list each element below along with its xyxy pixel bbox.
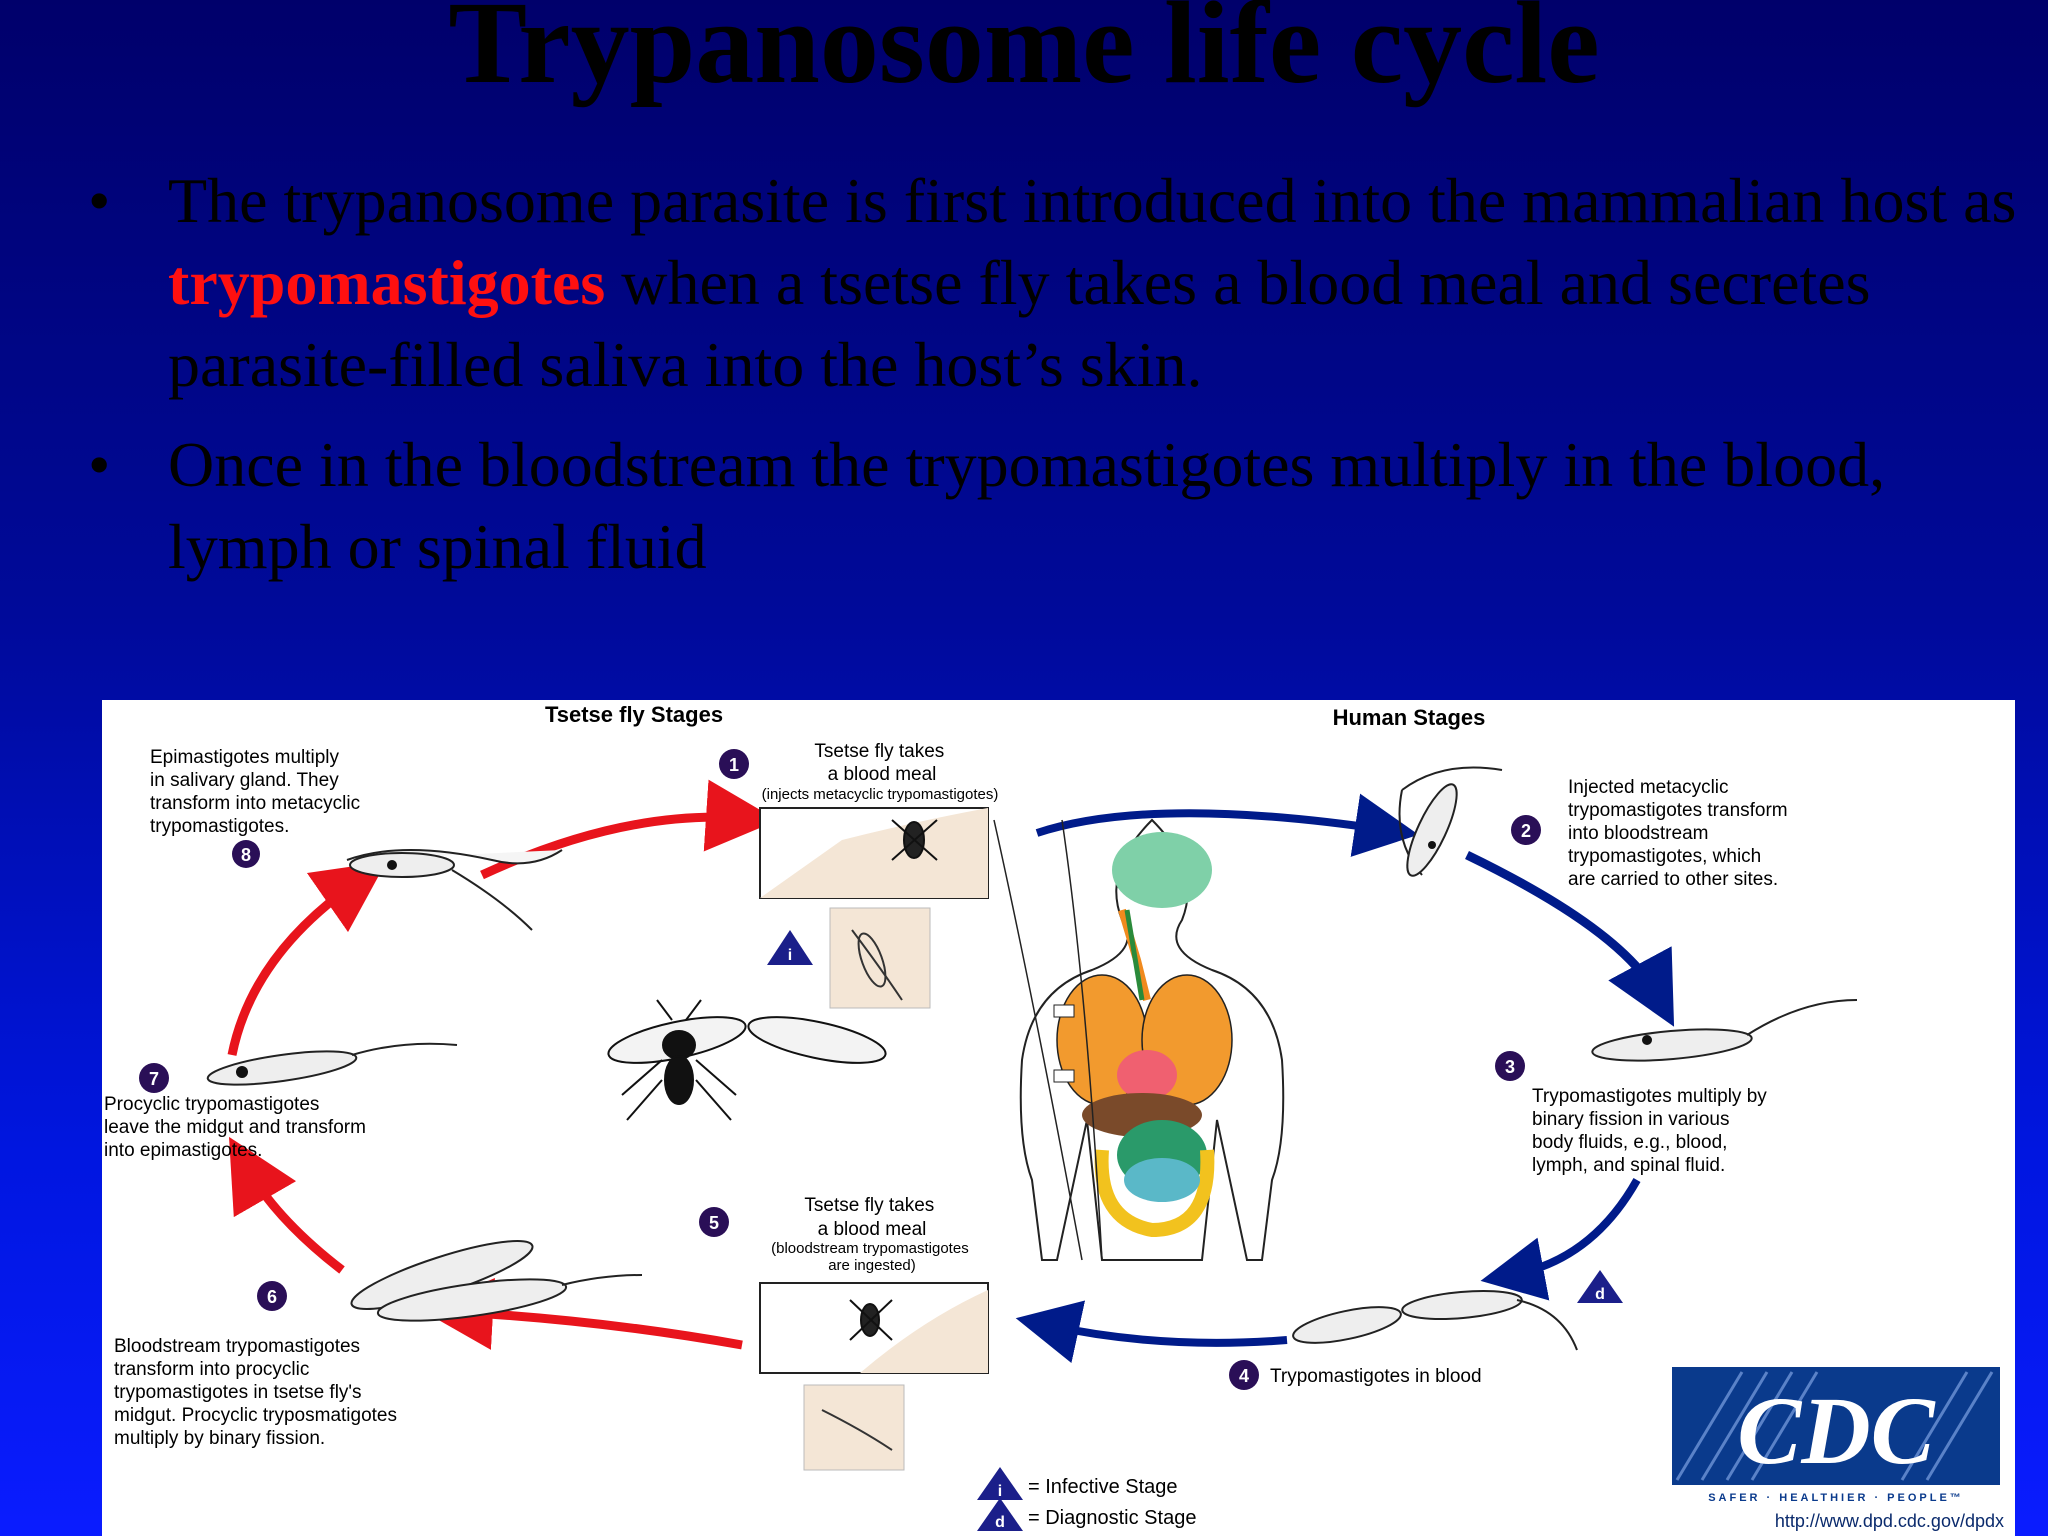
- bullet-2: • Once in the bloodstream the trypomasti…: [88, 424, 2018, 588]
- bloodstream-trypomastigote-icon: [1591, 1028, 1753, 1062]
- arrow-8-to-1: [480, 779, 778, 880]
- small-intestine-icon: [1124, 1158, 1200, 1202]
- cdc-logo-stripes: [1675, 1371, 1994, 1481]
- bullet-1-highlight: trypomastigotes: [168, 247, 606, 318]
- stage-5-number: 5: [709, 1213, 719, 1233]
- bullet-list: • The trypanosome parasite is first intr…: [88, 160, 2018, 606]
- stage-3-badge: [1495, 1051, 1525, 1081]
- stage-6-number: 6: [267, 1287, 277, 1307]
- stage-6-badge: [257, 1281, 287, 1311]
- stage-7-text: Procyclic trypomastigotes leave the midg…: [104, 1094, 371, 1161]
- blood-trypomastigote-icon: [1292, 1306, 1402, 1344]
- cdc-logo: CDC SAFER · HEALTHIER · PEOPLE™ http://w…: [1672, 1367, 2004, 1531]
- stage-6-text: Bloodstream trypomastigotes transform in…: [114, 1336, 402, 1449]
- tsetse-fly-icon: [891, 819, 938, 861]
- arrow-3-to-4: [1480, 1178, 1641, 1301]
- stage-2: 2 Injected metacyclic trypomastigotes tr…: [1398, 766, 1793, 890]
- bullet-1: • The trypanosome parasite is first intr…: [88, 160, 2018, 406]
- stage-1-sub: (injects metacyclic trypomastigotes): [762, 786, 999, 803]
- legend: i = Infective Stage d = Diagnostic Stage: [977, 1467, 1196, 1531]
- legend-infective-symbol: i: [998, 1483, 1002, 1500]
- infective-stage-marker: i: [788, 947, 792, 964]
- arrow-5-to-6: [421, 1278, 743, 1350]
- stage-4-number: 4: [1239, 1366, 1249, 1386]
- arrow-1-to-2: [1035, 793, 1419, 857]
- stage-8-badge: [232, 840, 260, 868]
- arrow-2-to-3: [1465, 850, 1675, 1027]
- cdc-logo-text: CDC: [1737, 1377, 1935, 1484]
- slide-title: Trypanosome life cycle: [448, 0, 1600, 108]
- infective-stage-icon: [767, 930, 813, 965]
- stage-3: 3 Trypomastigotes multiply by binary fis…: [1495, 999, 1858, 1176]
- stage-8: Epimastigotes multiply in salivary gland…: [150, 747, 563, 931]
- stage-4-badge: [1229, 1360, 1259, 1390]
- cdc-logo-box: [1672, 1367, 2000, 1485]
- bullet-dot: •: [88, 165, 111, 236]
- stage-5-badge: [699, 1207, 729, 1237]
- stage-4-text: Trypomastigotes in blood: [1270, 1366, 1482, 1387]
- stage-5-sub: (bloodstream trypomastigotes are ingeste…: [771, 1240, 973, 1274]
- tsetse-fly-feeding-icon: [849, 1299, 893, 1341]
- stage-1: 1 Tsetse fly takes a blood meal (injects…: [719, 741, 999, 1009]
- stage-2-badge: [1511, 815, 1541, 845]
- stage-1-number: 1: [729, 755, 739, 775]
- stage-8-text: Epimastigotes multiply in salivary gland…: [150, 747, 365, 837]
- cdc-tagline: SAFER · HEALTHIER · PEOPLE™: [1708, 1492, 1964, 1504]
- bullet-1-text-b: when a tsetse fly takes a blood meal and…: [168, 247, 1871, 400]
- cdc-url: http://www.dpd.cdc.gov/dpdx: [1775, 1511, 2004, 1531]
- skin-icon: [760, 808, 988, 898]
- stage-3-number: 3: [1505, 1057, 1515, 1077]
- legend-diagnostic: = Diagnostic Stage: [1028, 1507, 1196, 1529]
- brain-icon: [1112, 832, 1212, 908]
- heart-icon: [1117, 1050, 1177, 1100]
- stage-7-number: 7: [149, 1069, 159, 1089]
- diagnostic-stage-marker: d: [1595, 1286, 1605, 1303]
- bullet-2-text: Once in the bloodstream the trypomastigo…: [168, 429, 1886, 582]
- stage-7: 7 Procyclic trypomastigotes leave the mi…: [104, 1042, 458, 1161]
- tsetse-fly-illustration: [607, 999, 887, 1121]
- bullet-1-text-a: The trypanosome parasite is first introd…: [168, 165, 2017, 236]
- life-cycle-diagram: Tsetse fly Stages Human Stages Epimastig…: [102, 700, 2015, 1536]
- legend-diagnostic-symbol: d: [995, 1514, 1005, 1531]
- stage-1-badge: [719, 749, 749, 779]
- stage-5: 5 Tsetse fly takes a blood meal (bloodst…: [699, 1195, 989, 1471]
- arrow-7-to-8: [227, 861, 387, 1056]
- legend-diagnostic-icon: [977, 1498, 1023, 1531]
- arrow-4-to-5: [1015, 1300, 1288, 1364]
- stage-5-title: Tsetse fly takes a blood meal: [804, 1195, 939, 1240]
- epimastigote-body-icon: [349, 852, 455, 878]
- stage-2-text: Injected metacyclic trypomastigotes tran…: [1568, 777, 1793, 890]
- legend-infective-icon: [977, 1467, 1023, 1500]
- legend-infective: = Infective Stage: [1028, 1476, 1178, 1498]
- stage-1-inset: [829, 907, 931, 1009]
- arrow-6-to-7: [229, 1136, 345, 1274]
- bullet-dot: •: [88, 429, 111, 500]
- stage-7-badge: [139, 1063, 169, 1093]
- stage-8-number: 8: [241, 845, 251, 865]
- diagram-canvas: Tsetse fly Stages Human Stages Epimastig…: [104, 702, 2004, 1531]
- stage-6: 6 Bloodstream trypomastigotes transform …: [114, 1240, 643, 1449]
- human-body-illustration: [993, 818, 1285, 1261]
- diagnostic-stage-icon: [1577, 1270, 1623, 1303]
- stage-2-number: 2: [1521, 821, 1531, 841]
- stage-1-title: Tsetse fly takes a blood meal: [814, 741, 949, 785]
- stage-4: 4 Trypomastigotes in blood: [1229, 1290, 1578, 1390]
- tsetse-header: Tsetse fly Stages: [545, 702, 723, 727]
- human-header: Human Stages: [1333, 705, 1486, 730]
- intestine-icon: [1094, 1149, 1215, 1238]
- stage-3-text: Trypomastigotes multiply by binary fissi…: [1532, 1086, 1772, 1176]
